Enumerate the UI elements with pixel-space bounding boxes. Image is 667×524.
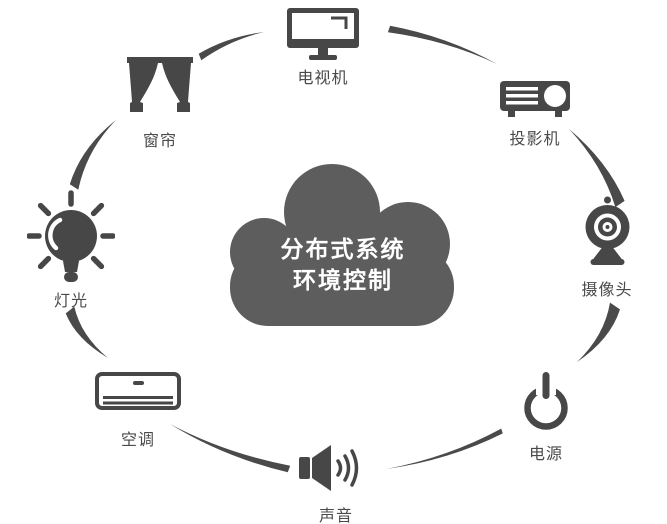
node-label-ac: 空调: [120, 432, 155, 449]
tv-icon: [287, 8, 359, 60]
node-sound: 声音: [299, 444, 373, 524]
arc-camera-to-power: [577, 302, 620, 362]
node-label-camera: 摄像头: [581, 282, 633, 299]
node-label-projector: 投影机: [509, 131, 561, 148]
arc-sound-to-ac: [170, 424, 291, 473]
node-label-sound: 声音: [318, 508, 353, 524]
projector-icon: [500, 81, 570, 117]
arc-projector-to-camera: [569, 129, 625, 208]
arc-curtain-to-tv: [198, 32, 264, 61]
node-label-tv: 电视机: [297, 70, 349, 87]
arc-tv-to-projector: [387, 25, 497, 64]
cloud-title-line1: 分布式系统: [280, 236, 406, 262]
cloud-title: 分布式系统 环境控制: [228, 234, 458, 296]
node-label-power: 电源: [528, 446, 563, 463]
node-label-curtain: 窗帘: [142, 133, 177, 150]
node-projector: 投影机: [500, 81, 570, 149]
light-bulb-icon: [27, 190, 115, 282]
node-tv: 电视机: [287, 8, 359, 88]
curtain-icon: [127, 57, 193, 112]
node-ac: 空调: [95, 372, 181, 450]
arc-light-to-ac: [65, 306, 108, 358]
power-icon: [524, 372, 568, 430]
arc-power-to-sound: [386, 428, 503, 469]
node-camera: 摄像头: [581, 196, 632, 300]
air-conditioner-icon: [95, 372, 181, 410]
node-label-light: 灯光: [53, 293, 88, 310]
cloud: 分布式系统 环境控制: [228, 160, 458, 328]
cloud-shape: [230, 164, 454, 326]
webcam-icon: [584, 196, 629, 265]
arc-light-to-curtain: [69, 120, 116, 190]
cloud-title-line2: 环境控制: [293, 267, 393, 293]
node-light: 灯光: [27, 184, 115, 311]
node-curtain: 窗帘: [127, 57, 193, 151]
speaker-icon: [299, 445, 359, 491]
node-power: 电源: [522, 372, 570, 464]
